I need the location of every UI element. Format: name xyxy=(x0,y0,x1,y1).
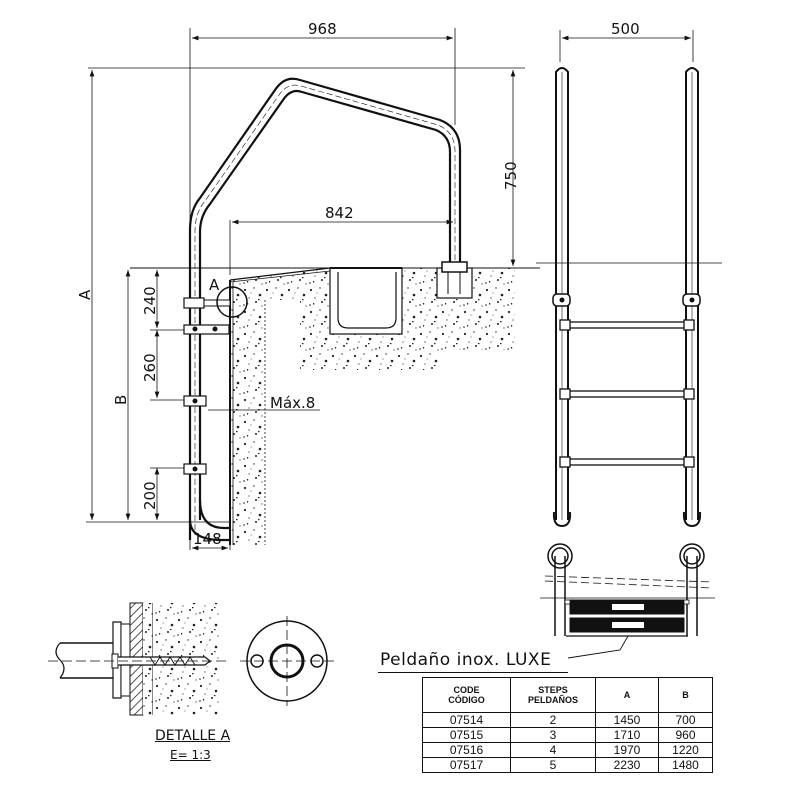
cell-code: 07517 xyxy=(422,757,511,773)
cell-steps: 4 xyxy=(510,742,596,758)
cell-b: 960 xyxy=(658,727,713,743)
cell-b: 700 xyxy=(658,712,713,728)
step-label-underline xyxy=(378,672,568,673)
detail-marker-A: A xyxy=(209,276,220,294)
cell-steps: 2 xyxy=(510,712,596,728)
dim-200: 200 xyxy=(141,481,159,510)
table-row: 07514 2 1450 700 xyxy=(422,712,713,728)
top-view xyxy=(540,543,715,659)
detail-a xyxy=(48,602,335,716)
cell-a: 1710 xyxy=(595,727,659,743)
cell-a: 1970 xyxy=(595,742,659,758)
step-label: Peldaño inox. LUXE xyxy=(380,650,552,670)
cell-code: 07515 xyxy=(422,727,511,743)
front-view xyxy=(536,30,722,528)
wall-gap-label: Máx.8 xyxy=(270,394,315,412)
detail-scale: E= 1:3 xyxy=(170,748,211,762)
dim-148: 148 xyxy=(193,530,222,548)
cell-steps: 3 xyxy=(510,727,596,743)
dim-260: 260 xyxy=(141,353,159,382)
dim-B: B xyxy=(112,395,130,405)
dim-240: 240 xyxy=(141,286,159,315)
cell-code: 07516 xyxy=(422,742,511,758)
front-steps xyxy=(559,319,695,468)
table-row: 07516 4 1970 1220 xyxy=(422,742,713,758)
header-b: B xyxy=(658,677,713,713)
dim-842: 842 xyxy=(325,204,354,222)
cell-steps: 5 xyxy=(510,757,596,773)
detail-title: DETALLE A xyxy=(155,728,231,744)
cell-b: 1480 xyxy=(658,757,713,773)
header-a: A xyxy=(595,677,659,713)
table-row: 07515 3 1710 960 xyxy=(422,727,713,743)
dim-968: 968 xyxy=(308,20,337,38)
cell-a: 2230 xyxy=(595,757,659,773)
table-row: 07517 5 2230 1480 xyxy=(422,757,713,773)
side-view xyxy=(86,28,540,551)
cell-a: 1450 xyxy=(595,712,659,728)
dim-500: 500 xyxy=(611,20,640,38)
dim-A: A xyxy=(76,289,94,300)
cell-b: 1220 xyxy=(658,742,713,758)
dim-750: 750 xyxy=(502,161,520,190)
cell-code: 07514 xyxy=(422,712,511,728)
